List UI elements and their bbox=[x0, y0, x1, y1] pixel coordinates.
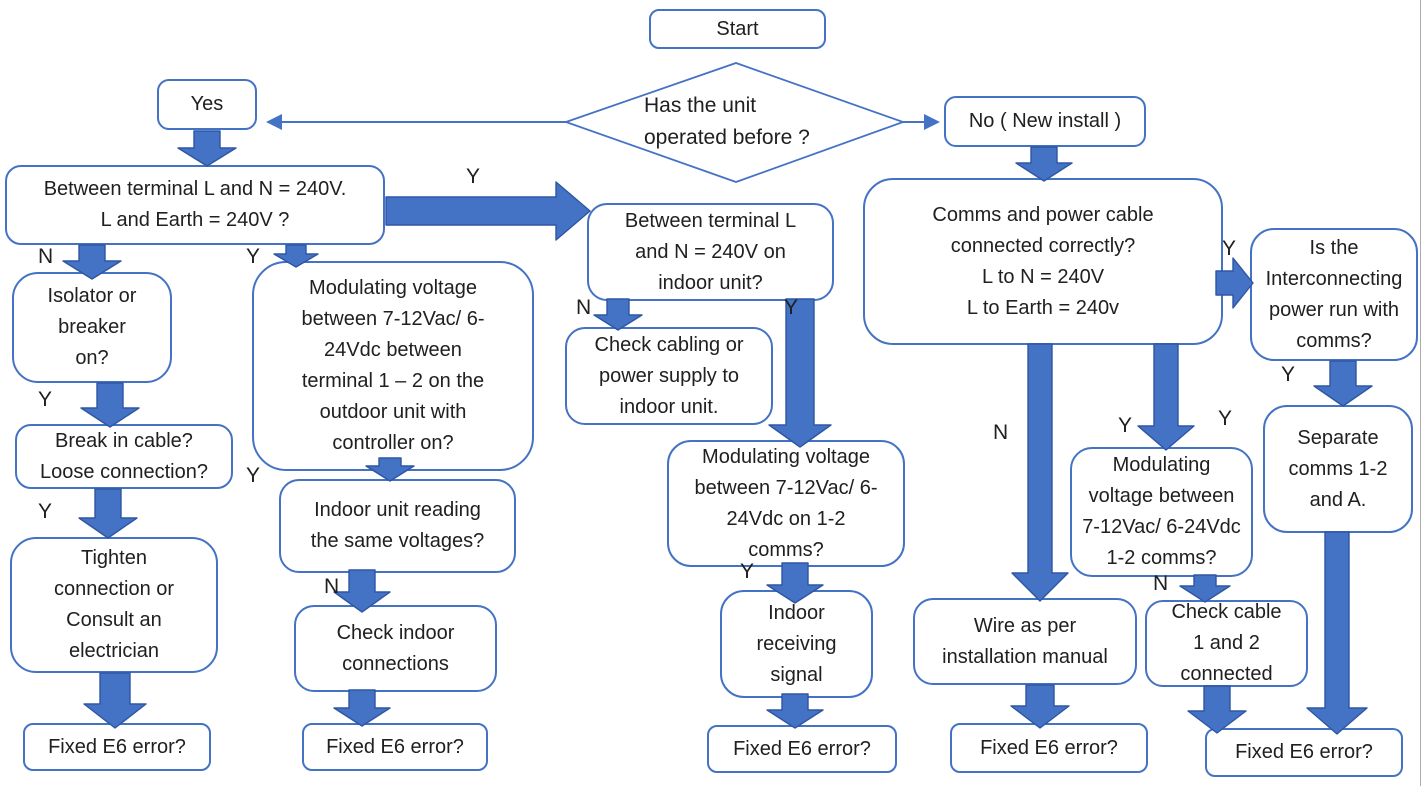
node-comms-power-check: Comms and power cable connected correctl… bbox=[863, 178, 1223, 345]
node-break-in-cable: Break in cable? Loose connection? bbox=[15, 424, 233, 489]
branch-label-power-n: N bbox=[38, 245, 54, 268]
branch-label-power-y-big: Y bbox=[466, 165, 481, 188]
branch-label-indoor-same-n: N bbox=[324, 575, 340, 598]
node-fixed-e6-col4: Fixed E6 error? bbox=[950, 723, 1148, 773]
node-fixed-e6-left: Fixed E6 error? bbox=[23, 723, 211, 771]
branch-label-comms-right-y: Y bbox=[1222, 237, 1237, 260]
node-check-cable-12: Check cable 1 and 2 connected bbox=[1145, 600, 1308, 687]
arrow-separate-comms-to-fixed-e6 bbox=[1306, 531, 1368, 735]
node-modulating-comms-right: Modulating voltage between 7-12Vac/ 6-24… bbox=[1070, 447, 1253, 577]
arrow-power-check-y-to-indoor-check bbox=[385, 181, 591, 241]
node-fixed-e6-col2: Fixed E6 error? bbox=[302, 723, 488, 771]
arrow-comms-check-y-to-modulating-right bbox=[1137, 343, 1195, 451]
node-yes: Yes bbox=[157, 79, 257, 130]
node-tighten-connection: Tighten connection or Consult an electri… bbox=[10, 537, 218, 673]
arrow-tighten-to-fixed-e6 bbox=[83, 672, 147, 729]
node-modulating-comms-mid: Modulating voltage between 7-12Vac/ 6- 2… bbox=[667, 440, 905, 567]
branch-label-interconnecting-y: Y bbox=[1281, 363, 1296, 386]
arrow-indoor-check-y-to-modulating-comms bbox=[768, 298, 832, 448]
right-edge-line bbox=[1420, 0, 1421, 786]
node-no-new-install: No ( New install ) bbox=[944, 96, 1146, 147]
arrow-interconnecting-y-to-separate-comms bbox=[1313, 360, 1373, 407]
arrow-check-indoor-to-fixed-e6 bbox=[333, 689, 391, 727]
node-decision-has-operated: Has the unit operated before ? bbox=[644, 94, 810, 149]
node-power-check: Between terminal L and N = 240V. L and E… bbox=[5, 165, 385, 245]
branch-label-modulating-outdoor-y: Y bbox=[246, 464, 261, 487]
node-separate-comms: Separate comms 1-2 and A. bbox=[1263, 405, 1413, 533]
node-wire-as-per-manual: Wire as per installation manual bbox=[913, 598, 1137, 685]
branch-label-comms-y-right: Y bbox=[1218, 407, 1233, 430]
node-fixed-e6-right: Fixed E6 error? bbox=[1205, 728, 1403, 777]
arrow-isolator-to-break-in-cable bbox=[80, 382, 140, 428]
node-fixed-e6-mid: Fixed E6 error? bbox=[707, 725, 897, 773]
node-isolator-breaker: Isolator or breaker on? bbox=[12, 272, 172, 383]
node-indoor-receiving: Indoor receiving signal bbox=[720, 590, 873, 698]
node-check-cabling: Check cabling or power supply to indoor … bbox=[565, 327, 773, 425]
node-start: Start bbox=[649, 9, 826, 49]
node-modulating-outdoor: Modulating voltage between 7-12Vac/ 6- 2… bbox=[252, 261, 534, 471]
arrow-check-cable-to-fixed-e6 bbox=[1187, 685, 1247, 734]
branch-label-indoor-check-y: Y bbox=[784, 296, 799, 319]
branch-label-indoor-check-n: N bbox=[576, 296, 592, 319]
node-indoor-power-check: Between terminal L and N = 240V on indoo… bbox=[587, 203, 834, 301]
branch-label-modulating-mid-y: Y bbox=[740, 560, 755, 583]
node-interconnecting: Is the Interconnecting power run with co… bbox=[1250, 228, 1418, 361]
arrow-indoor-receiving-to-fixed-e6 bbox=[766, 693, 824, 729]
branch-label-isolator-y: Y bbox=[38, 388, 53, 411]
arrow-indoor-check-n-to-check-cabling bbox=[593, 298, 643, 331]
branch-label-comms-n: N bbox=[993, 421, 1009, 444]
branch-label-modulating-right-n: N bbox=[1153, 572, 1169, 595]
branch-label-break-y: Y bbox=[38, 500, 53, 523]
node-indoor-same-voltages: Indoor unit reading the same voltages? bbox=[279, 479, 516, 573]
node-check-indoor-connections: Check indoor connections bbox=[294, 605, 497, 692]
branch-label-comms-y-left: Y bbox=[1118, 414, 1133, 437]
arrow-no-to-comms-power-check bbox=[1015, 146, 1073, 182]
arrow-yes-to-power-check bbox=[177, 130, 237, 167]
arrow-wire-manual-to-fixed-e6 bbox=[1010, 684, 1070, 729]
branch-label-power-y-small: Y bbox=[246, 245, 261, 268]
arrow-comms-check-n-to-wire-manual bbox=[1011, 343, 1069, 602]
arrow-break-in-cable-to-tighten bbox=[78, 488, 138, 539]
